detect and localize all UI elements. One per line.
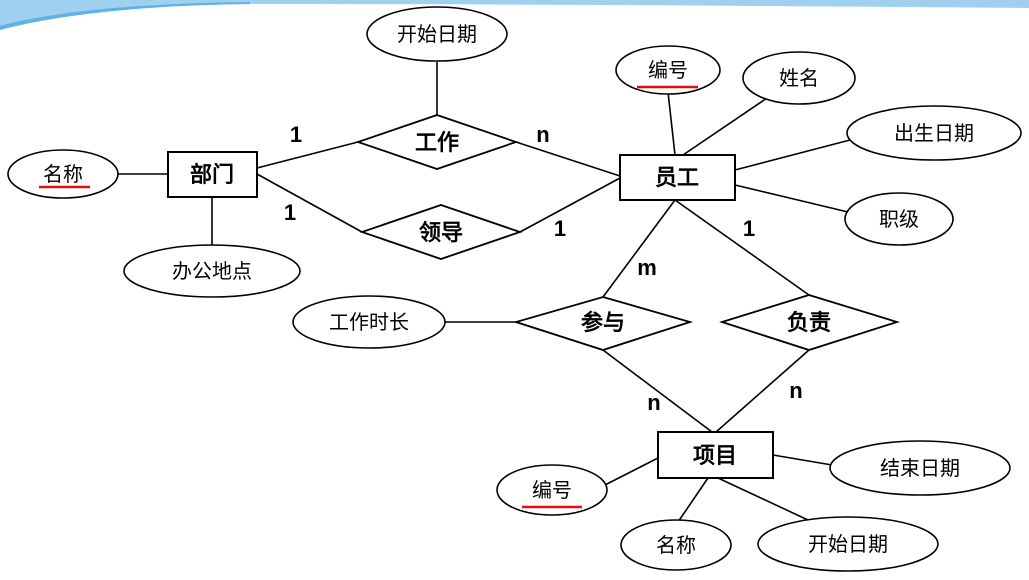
relationship-label: 工作 bbox=[415, 131, 459, 156]
attr-label: 编号 bbox=[648, 58, 688, 82]
edge-emp-participate bbox=[602, 199, 676, 298]
attr-proj-id[interactable]: 编号 bbox=[496, 464, 608, 516]
attr-label: 出生日期 bbox=[894, 121, 974, 145]
attr-proj-start[interactable]: 开始日期 bbox=[757, 516, 939, 572]
attr-dept-office[interactable]: 办公地点 bbox=[123, 244, 301, 298]
relationship-responsible[interactable]: 负责 bbox=[719, 294, 901, 351]
edge-dept-lead bbox=[256, 173, 363, 233]
edge-proj-name bbox=[677, 477, 709, 523]
attr-emp-name[interactable]: 姓名 bbox=[742, 51, 856, 105]
cardinality-lead-emp: 1 bbox=[554, 216, 566, 241]
edge-emp-birth bbox=[734, 139, 851, 171]
edges bbox=[118, 62, 851, 523]
attr-proj-name[interactable]: 名称 bbox=[620, 519, 732, 571]
attr-label: 开始日期 bbox=[808, 532, 888, 556]
edge-proj-end bbox=[772, 454, 833, 466]
cardinalities: 1 n 1 1 m 1 n n bbox=[284, 122, 803, 415]
relationship-lead[interactable]: 领导 bbox=[359, 204, 523, 260]
attr-label: 开始日期 bbox=[397, 22, 477, 46]
edge-proj-start bbox=[717, 477, 809, 521]
attr-label: 名称 bbox=[656, 533, 696, 557]
attr-dept-name[interactable]: 名称 bbox=[7, 149, 119, 199]
edge-dept-work bbox=[256, 141, 359, 169]
attr-label: 结束日期 bbox=[880, 456, 960, 480]
edge-emp-id bbox=[667, 91, 676, 156]
attr-emp-id[interactable]: 编号 bbox=[615, 45, 721, 95]
cardinality-responsible-emp: 1 bbox=[743, 216, 755, 241]
entity-label: 部门 bbox=[190, 162, 234, 188]
edge-participate-proj bbox=[602, 349, 713, 433]
cardinality-work-emp: n bbox=[536, 122, 549, 147]
header-band bbox=[0, 0, 1029, 30]
attr-proj-end[interactable]: 结束日期 bbox=[829, 440, 1011, 496]
entity-label: 项目 bbox=[693, 444, 737, 469]
edge-responsible-proj bbox=[715, 349, 810, 433]
entity-project[interactable]: 项目 bbox=[657, 431, 774, 479]
attr-label: 办公地点 bbox=[172, 259, 252, 283]
edge-emp-responsible bbox=[674, 199, 810, 296]
edge-lead-emp bbox=[519, 177, 621, 233]
relationship-label: 领导 bbox=[419, 220, 463, 246]
attr-label: 名称 bbox=[43, 162, 83, 186]
edge-emp-name bbox=[682, 95, 771, 156]
cardinality-work-dept: 1 bbox=[290, 122, 302, 147]
cardinality-lead-dept: 1 bbox=[284, 200, 296, 225]
attr-label: 职级 bbox=[879, 207, 919, 231]
attr-label: 姓名 bbox=[779, 66, 819, 90]
edge-work-emp bbox=[515, 141, 621, 177]
relationship-work[interactable]: 工作 bbox=[355, 114, 519, 170]
attr-label: 工作时长 bbox=[329, 310, 409, 334]
attr-label: 编号 bbox=[532, 478, 572, 502]
cardinality-participate-emp: m bbox=[637, 255, 657, 280]
relationship-participate[interactable]: 参与 bbox=[512, 296, 694, 351]
relationship-label: 负责 bbox=[787, 310, 831, 336]
cardinality-responsible-proj: n bbox=[789, 378, 802, 403]
attr-emp-birth[interactable]: 出生日期 bbox=[846, 105, 1022, 161]
entity-label: 员工 bbox=[655, 166, 699, 191]
attr-emp-level[interactable]: 职级 bbox=[844, 192, 954, 246]
cardinality-participate-proj: n bbox=[647, 390, 660, 415]
attr-work-hours[interactable]: 工作时长 bbox=[292, 295, 446, 349]
relationship-label: 参与 bbox=[581, 310, 625, 336]
edge-proj-id bbox=[602, 457, 659, 487]
attr-work-start-date[interactable]: 开始日期 bbox=[366, 6, 508, 62]
edge-emp-level bbox=[734, 184, 849, 213]
entity-employee[interactable]: 员工 bbox=[619, 154, 736, 201]
entity-department[interactable]: 部门 bbox=[167, 151, 258, 198]
